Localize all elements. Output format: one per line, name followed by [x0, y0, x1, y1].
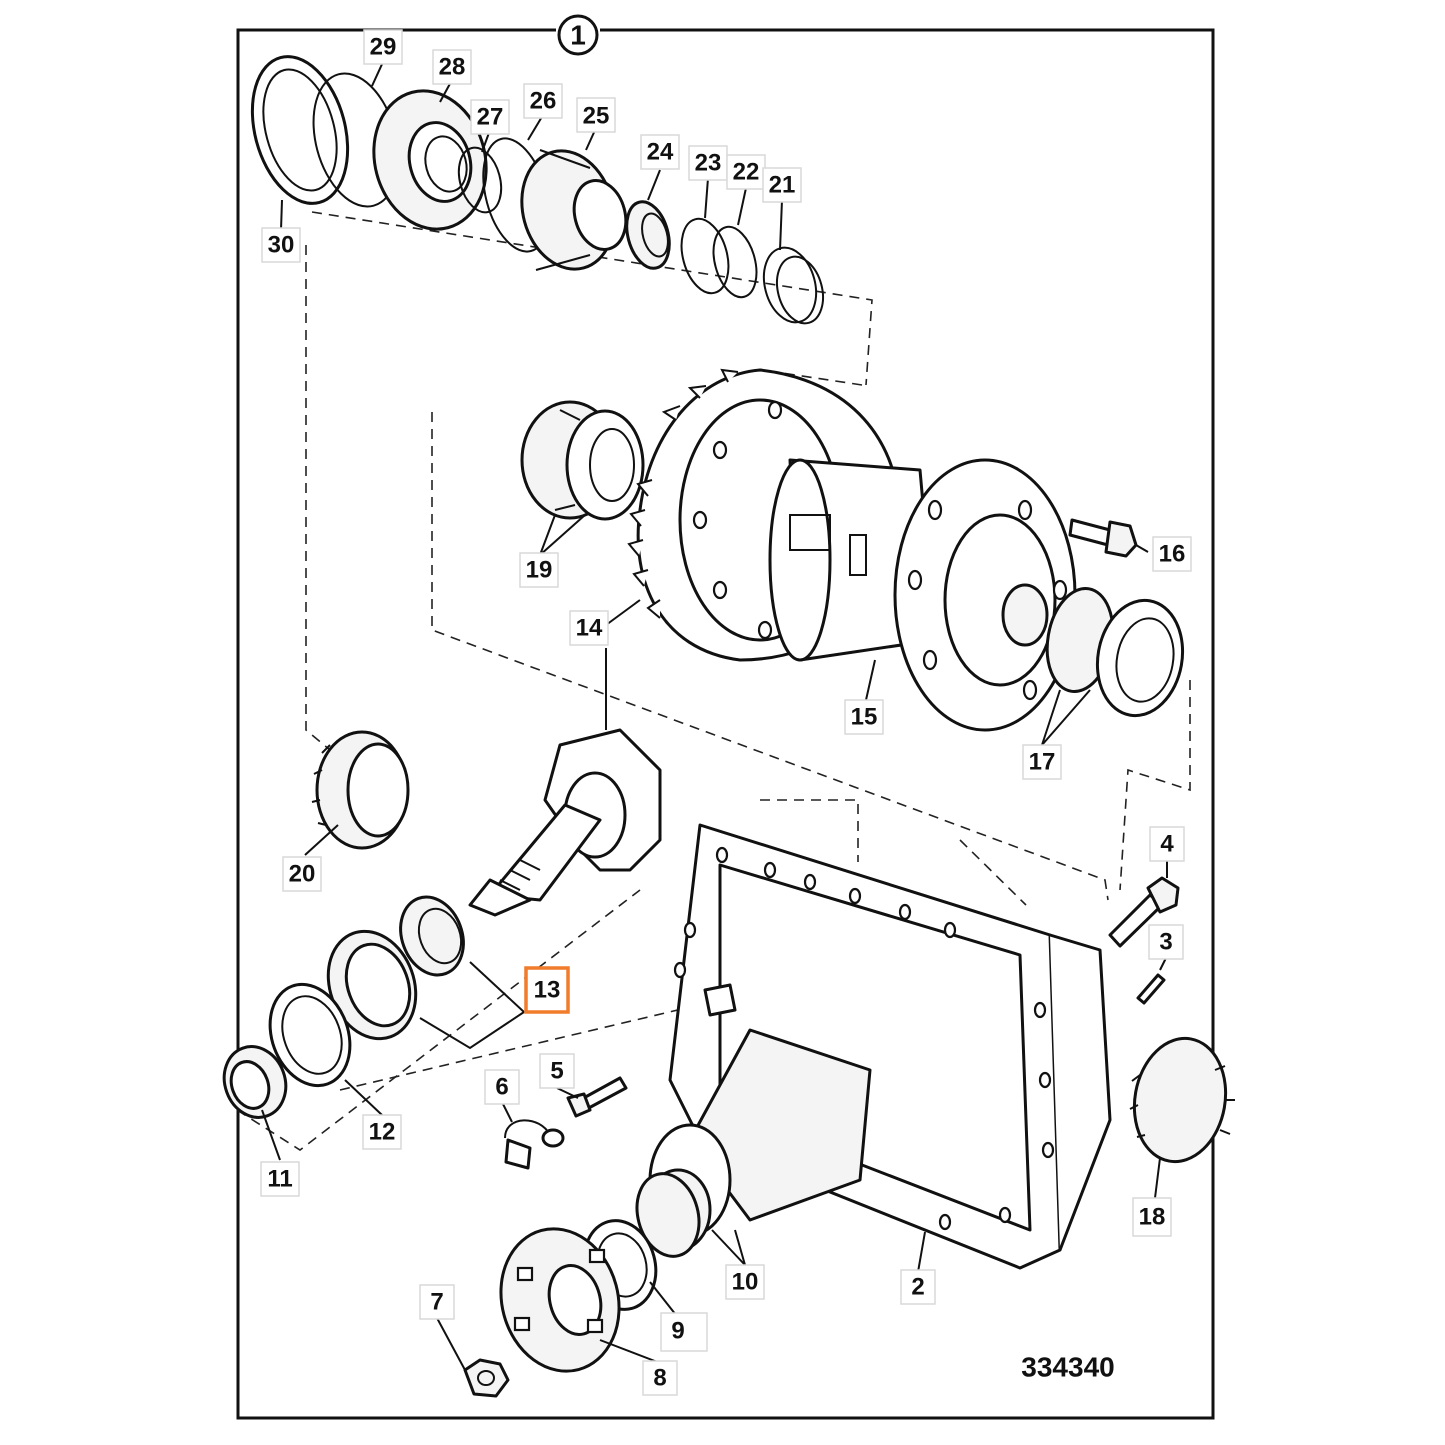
callout-label-25[interactable]: 25 [576, 97, 616, 133]
callout-label-12[interactable]: 12 [362, 1114, 402, 1150]
callout-label-30[interactable]: 30 [261, 227, 301, 263]
callout-text-5: 5 [550, 1058, 563, 1085]
diagram-frame [236, 28, 1215, 1420]
part-27-small-ring [457, 146, 503, 214]
callout-label-11[interactable]: 11 [260, 1161, 300, 1197]
callout-text-17: 17 [1029, 749, 1056, 776]
callout-text-26: 26 [530, 88, 557, 115]
callout-text-6: 6 [495, 1074, 508, 1101]
callout-text-19: 19 [526, 557, 553, 584]
callout-label-22[interactable]: 22 [726, 154, 766, 190]
part-30-seal-ring [250, 55, 350, 205]
callout-label-28[interactable]: 28 [432, 49, 472, 85]
callout-text-16: 16 [1159, 541, 1186, 568]
part-17-bearing [1045, 586, 1185, 718]
callout-text-20: 20 [289, 861, 316, 888]
part-21-spring [762, 246, 825, 325]
part-20-nut [311, 730, 410, 850]
callout-text-4: 4 [1160, 831, 1174, 858]
callout-label-29[interactable]: 29 [363, 29, 403, 65]
part-8-flange [499, 1227, 621, 1373]
callout-label-17[interactable]: 17 [1022, 744, 1062, 780]
part-5-bolt [566, 1076, 628, 1118]
callout-label-4[interactable]: 4 [1149, 826, 1185, 862]
pinion-shaft [468, 728, 662, 917]
callout-label-19[interactable]: 19 [519, 552, 559, 588]
callout-label-3[interactable]: 3 [1148, 924, 1184, 960]
callout-label-13-highlighted[interactable]: 13 [524, 966, 570, 1014]
part-4-bolt [1108, 876, 1180, 948]
callout-label-9[interactable]: 9 [660, 1312, 708, 1352]
callout-label-14[interactable]: 14 [569, 610, 609, 646]
part-22-spring [712, 225, 758, 299]
part-2-axle-housing [644, 823, 1112, 1270]
callout-text-11: 11 [267, 1166, 292, 1193]
part-3-pin [1136, 973, 1166, 1005]
drawing-number: 334340 [1021, 1352, 1114, 1383]
part-15-differential-case [768, 458, 1077, 732]
part-10-bearing [635, 1172, 701, 1258]
callout-label-18[interactable]: 18 [1132, 1197, 1172, 1237]
callout-text-15: 15 [851, 704, 878, 731]
part-24-spacer [625, 200, 671, 270]
callout-label-24[interactable]: 24 [640, 134, 680, 170]
callout-text-9: 9 [671, 1318, 684, 1345]
callout-label-5[interactable]: 5 [539, 1053, 575, 1089]
callout-text-8: 8 [653, 1365, 666, 1392]
callout-text-21: 21 [769, 172, 796, 199]
part-11-seal [222, 1045, 288, 1119]
callout-text-22: 22 [733, 159, 760, 186]
part-19-bearing [520, 400, 645, 521]
part-18-nut [1129, 1036, 1235, 1164]
callout-label-6[interactable]: 6 [484, 1069, 520, 1105]
callout-label-20[interactable]: 20 [282, 856, 322, 892]
callout-text-10: 10 [732, 1269, 759, 1296]
part-16-bolt [1068, 518, 1138, 558]
callout-text-24: 24 [647, 139, 674, 166]
callout-label-26[interactable]: 26 [523, 83, 563, 119]
callout-label-8[interactable]: 8 [642, 1360, 678, 1396]
callout-label-27[interactable]: 27 [470, 99, 510, 135]
callout-text-12: 12 [369, 1119, 396, 1146]
part-23-ring [680, 217, 730, 295]
part-6-breather [504, 1119, 565, 1170]
callout-text-27: 27 [477, 104, 504, 131]
callout-text-3: 3 [1159, 929, 1172, 956]
callout-text-25: 25 [583, 103, 610, 130]
part-7-nut [463, 1358, 510, 1398]
callout-label-2[interactable]: 2 [900, 1269, 936, 1305]
callout-text-23: 23 [695, 150, 722, 177]
part-25-bearing [520, 149, 628, 271]
callout-label-21[interactable]: 21 [762, 167, 802, 203]
assembly-number-text: 1 [570, 20, 586, 51]
part-28-bearing-cup [372, 89, 488, 231]
callout-text-7: 7 [430, 1289, 443, 1316]
callout-leader-lines [261, 61, 1168, 1371]
callout-label-23[interactable]: 23 [688, 145, 728, 181]
part-12-bearing-cup [268, 929, 418, 1088]
callout-label-16[interactable]: 16 [1152, 536, 1192, 572]
callout-text-14: 14 [576, 615, 603, 642]
callout-text-30: 30 [268, 232, 295, 259]
callout-text-2: 2 [911, 1274, 924, 1301]
assembly-number-badge[interactable]: 1 [556, 14, 600, 56]
callout-text-29: 29 [370, 34, 397, 61]
callout-text-18: 18 [1139, 1204, 1166, 1231]
callout-text-28: 28 [439, 54, 466, 81]
callout-label-15[interactable]: 15 [844, 699, 884, 735]
callout-text-13: 13 [534, 977, 561, 1004]
callout-label-10[interactable]: 10 [725, 1264, 765, 1300]
callout-label-7[interactable]: 7 [419, 1284, 455, 1320]
part-13-bearing [399, 895, 465, 977]
